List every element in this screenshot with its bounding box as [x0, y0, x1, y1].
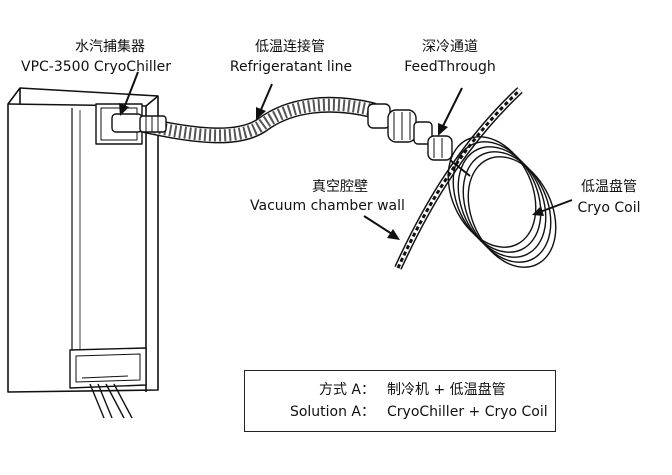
- cryo-coil: [447, 136, 557, 268]
- feed-label-cn: 深冷通道: [422, 39, 478, 55]
- legend-value-en: CryoChiller + Cryo Coil: [387, 404, 548, 420]
- coil-label-en: Cryo Coil: [577, 200, 641, 216]
- feed-label-en: FeedThrough: [404, 59, 496, 75]
- wall-label-en: Vacuum chamber wall: [250, 198, 405, 214]
- cryochiller-unit: [7, 87, 159, 419]
- line-label-en: Refrigeratant line: [229, 59, 353, 75]
- pointer-arrows: [119, 71, 573, 240]
- solution-legend: 方式 A： 制冷机 + 低温盘管 Solution A： CryoChiller…: [244, 370, 556, 432]
- coil-label-cn: 低温盘管: [581, 179, 637, 195]
- legend-key-cn: 方式 A：: [318, 382, 375, 398]
- vacuum-chamber-wall: [394, 87, 523, 270]
- line-label-cn: 低温连接管: [255, 39, 325, 55]
- chiller-label-cn: 水汽捕集器: [75, 39, 145, 55]
- chiller-label-en: VPC-3500 CryoChiller: [21, 59, 171, 75]
- refrigerant-line: [111, 96, 380, 144]
- legend-value-cn: 制冷机 + 低温盘管: [387, 382, 506, 398]
- legend-key-en: Solution A：: [289, 404, 375, 420]
- feedthrough: [367, 103, 453, 161]
- wall-label-cn: 真空腔壁: [312, 179, 368, 195]
